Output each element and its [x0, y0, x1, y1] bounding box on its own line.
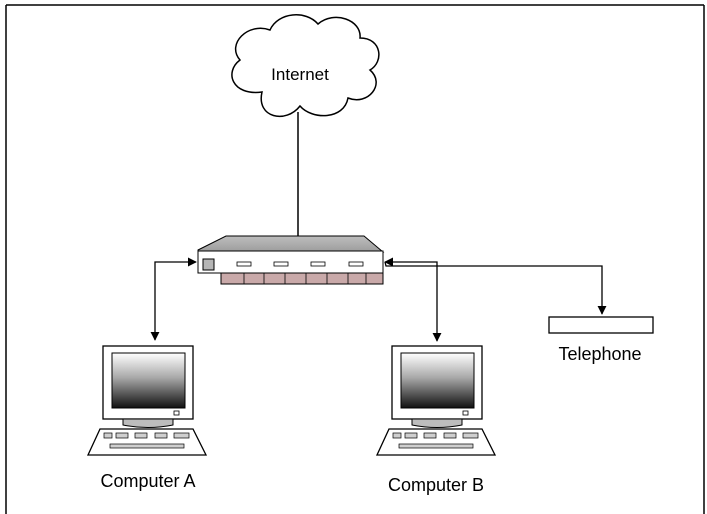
computer-b-monitor	[391, 345, 483, 428]
computer-b-label: Computer B	[388, 475, 484, 495]
router-status-lights	[236, 261, 364, 267]
telephone-device: Telephone	[548, 316, 654, 364]
router-power-indicator	[202, 258, 215, 271]
router-device	[197, 235, 385, 285]
internet-label: Internet	[271, 65, 329, 84]
computer-b-keyboard	[375, 428, 497, 456]
internet-cloud: Internet	[231, 14, 380, 117]
computer-a: Computer A	[86, 345, 208, 491]
connection-telephone	[384, 261, 607, 315]
computer-b: Computer B	[375, 345, 497, 495]
connection-computer-a	[150, 257, 197, 341]
telephone-label: Telephone	[558, 344, 641, 364]
diagram-border	[5, 4, 705, 514]
computer-a-monitor	[102, 345, 194, 428]
computer-a-label: Computer A	[100, 471, 195, 491]
computer-a-keyboard	[86, 428, 208, 456]
connection-computer-b	[384, 257, 442, 342]
